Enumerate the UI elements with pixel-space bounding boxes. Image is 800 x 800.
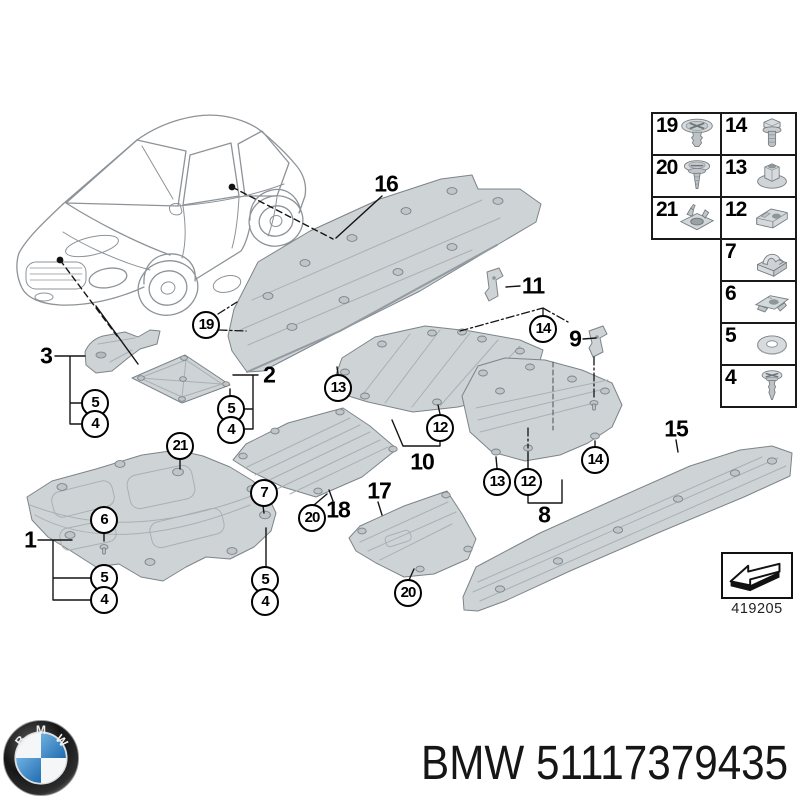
engine-undertray-1 [26,449,277,582]
part-number-text: BMW 51117379435 [420,737,788,790]
direction-ref-box [721,552,793,599]
cage-nut-icon [674,200,720,236]
legend-number: 6 [725,282,737,305]
part-label-2: 2 [263,361,276,388]
fastener-callout-14: 14 [529,315,557,343]
legend-empty-cell [651,238,722,282]
side-sill-panel-15 [462,445,793,612]
fastener-callout-20: 20 [394,579,422,607]
small-bolt-icon [99,544,109,555]
part-label-17: 17 [367,477,392,504]
flange-nut-icon [749,158,795,194]
legend-number: 21 [656,198,678,221]
legend-number: 14 [725,114,747,137]
part-label-3: 3 [40,342,53,369]
fastener-callout-7: 7 [250,479,278,507]
car-illustration [16,114,307,316]
legend-number: 7 [725,240,737,263]
legend-item-12: 12 [720,196,797,240]
fastener-callout-13: 13 [324,374,352,402]
logo-letter: M [36,723,46,737]
spring-clip-icon [749,242,795,278]
part-label-9: 9 [569,325,582,352]
fastener-callout-21: 21 [166,432,194,460]
legend-empty-cell [651,280,722,324]
legend-empty-cell [651,322,722,366]
legend-row: 6 [651,280,797,324]
hex-bolt-icon [749,116,795,152]
legend-row: 21 12 [651,196,797,240]
dashed-leader-lines [59,186,334,337]
legend-number: 20 [656,156,678,179]
bracket-panel-3 [84,329,161,374]
fastener-callout-6: 6 [90,506,118,534]
legend-item-21: 21 [651,196,722,240]
bmw-roundel-logo: B M W [2,719,80,797]
legend-empty-cell [651,364,722,408]
part-label-11: 11 [521,272,545,299]
small-bolt-icon [589,400,599,411]
legend-number: 12 [725,198,747,221]
ref-code-text: 419205 [731,601,783,617]
expansion-rivet-icon [749,368,795,404]
fastener-callout-19: 19 [192,311,220,339]
washer-icon [749,326,795,362]
floor-panel-17 [348,490,477,578]
part-label-16: 16 [374,170,399,197]
underfloor-panel-16 [227,174,542,373]
fastener-callout-5: 5 [251,566,279,594]
fastener-callout-12: 12 [514,468,542,496]
dash-dot-leader-lines [217,301,595,449]
legend-item-19: 19 [651,112,722,156]
legend-item-13: 13 [720,154,797,198]
legend-row: 4 [651,364,797,408]
clip-nut-icon [749,200,795,236]
fastener-callout-4: 4 [90,586,118,614]
push-rivet-icon [674,116,720,152]
fastener-callout-13: 13 [483,468,511,496]
legend-row: 5 [651,322,797,366]
legend-item-7: 7 [720,238,797,282]
legend-item-20: 20 [651,154,722,198]
legend-number: 19 [656,114,678,137]
edge-clip-icon [749,284,795,320]
legend-number: 4 [725,366,737,389]
part-label-8: 8 [538,501,551,528]
fastener-callout-4: 4 [217,416,245,444]
legend-item-14: 14 [720,112,797,156]
legend-item-5: 5 [720,322,797,366]
fastener-callout-4: 4 [251,588,279,616]
fastener-callout-12: 12 [426,414,454,442]
legend-number: 13 [725,156,747,179]
part-label-1: 1 [24,526,37,553]
direction-arrow-icon [729,562,781,592]
bracket-9 [588,325,608,358]
legend-item-4: 4 [720,364,797,408]
part-label-10: 10 [410,448,435,475]
bracket-11 [484,267,504,302]
screw-rivet-icon [674,158,720,194]
legend-item-6: 6 [720,280,797,324]
fastener-callout-14: 14 [581,446,609,474]
fastener-callout-20: 20 [298,504,326,532]
part-label-18: 18 [326,496,351,523]
fastener-callout-4: 4 [81,410,109,438]
legend-number: 5 [725,324,737,347]
legend-row: 7 [651,238,797,282]
part-label-15: 15 [664,415,689,442]
